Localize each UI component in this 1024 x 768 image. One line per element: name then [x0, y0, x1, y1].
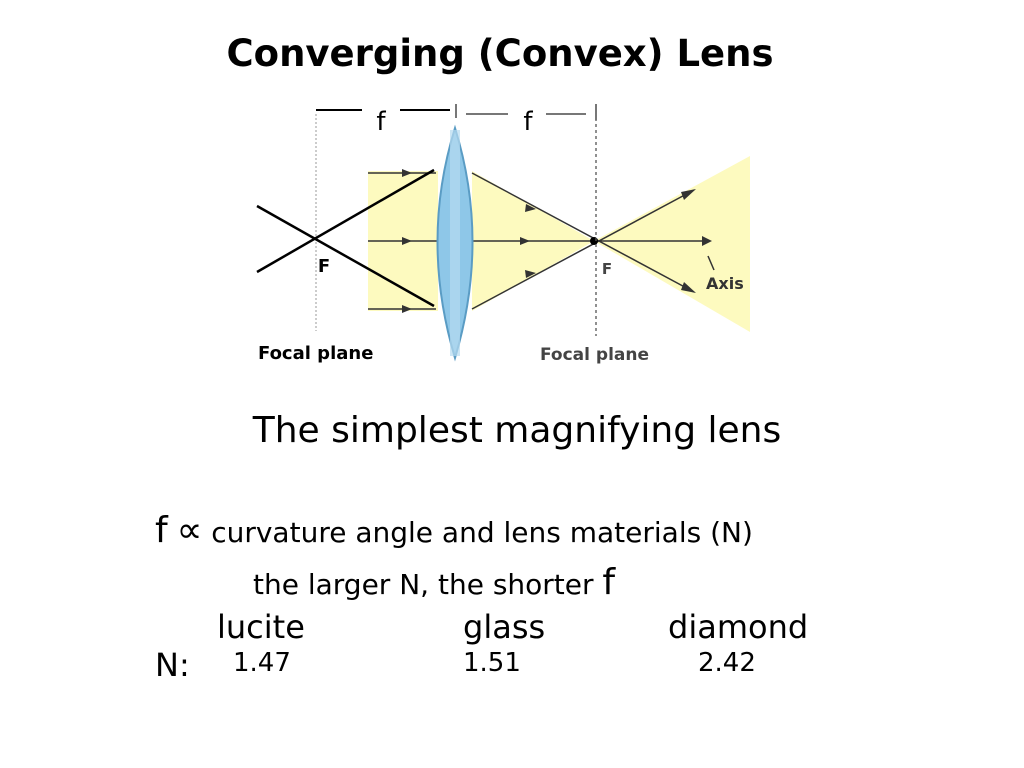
rule-focal-symbol: f	[602, 562, 616, 603]
refractive-index-label: N:	[155, 646, 190, 684]
f-label-left: f	[376, 107, 386, 137]
refractive-index-rule: the larger N, the shorter f	[253, 562, 615, 603]
converging-ray-top-arrow	[525, 204, 536, 212]
index-value-lucite: 1.47	[233, 648, 291, 678]
index-value-glass: 1.51	[463, 648, 521, 678]
lens-highlight	[450, 130, 460, 356]
axis-arrowhead	[702, 236, 712, 246]
converging-ray-bottom-arrow	[525, 270, 536, 278]
material-name-glass: glass	[463, 608, 546, 646]
material-name-diamond: diamond	[668, 608, 809, 646]
refracted-ray-top	[471, 172, 695, 293]
focal-plane-left-label: Focal plane	[258, 343, 373, 364]
proportional-symbol: ∝	[176, 510, 203, 551]
refracted-ray-bottom-arrow	[681, 189, 696, 200]
lens-diagram-svg: f f F F Axis Focal plane Focal plane	[256, 104, 750, 365]
index-value-diamond: 2.42	[698, 648, 756, 678]
refracted-ray-bottom	[471, 189, 695, 310]
converging-lens-diagram: f f F F Axis Focal plane Focal plane	[250, 96, 770, 376]
right-focal-point-label: F	[602, 260, 612, 278]
rule-text: the larger N, the shorter	[253, 568, 603, 601]
material-name-lucite: lucite	[217, 608, 305, 646]
focal-length-symbol: f	[155, 510, 168, 551]
subtitle: The simplest magnifying lens	[252, 410, 782, 451]
refracted-ray-top-arrow	[681, 282, 696, 293]
incoming-ray-bottom-arrow	[402, 305, 412, 313]
crossing-line-down	[256, 204, 435, 308]
diverging-beam	[594, 156, 750, 332]
focal-plane-right-label: Focal plane	[540, 345, 649, 365]
left-focal-point-label: F	[318, 256, 330, 277]
incoming-ray-axis-arrow	[402, 237, 412, 245]
converging-ray-axis-arrow	[520, 237, 530, 245]
page-title: Converging (Convex) Lens	[226, 32, 774, 75]
axis-label-pointer	[707, 255, 715, 271]
proportionality-relation: f ∝ curvature angle and lens materials (…	[155, 510, 753, 551]
incoming-ray-top-arrow	[402, 169, 412, 177]
axis-label: Axis	[706, 274, 744, 293]
f-label-right: f	[523, 107, 533, 137]
relation-text: curvature angle and lens materials (N)	[202, 516, 753, 549]
crossing-line-up	[256, 168, 435, 274]
right-focal-point-marker	[590, 237, 598, 245]
